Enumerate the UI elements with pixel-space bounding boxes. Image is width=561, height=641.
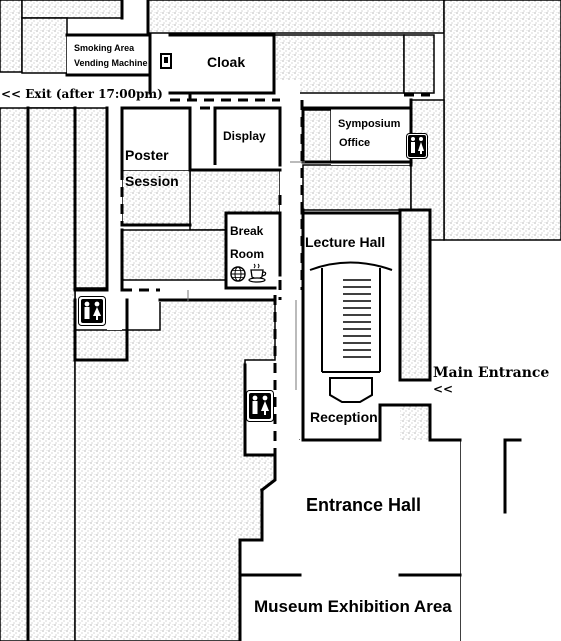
symposium-office-label-line2: Office — [339, 137, 371, 149]
lecture-hall-label: Lecture Hall — [305, 234, 386, 250]
symposium-office-label-line1: Symposium — [338, 118, 401, 130]
doors — [120, 93, 430, 455]
poster-session-label-line2: Session — [125, 173, 179, 189]
break-room-label-line1: Break — [230, 224, 264, 238]
entrance-hall-label: Entrance Hall — [306, 495, 422, 515]
coffee-cup-icon — [248, 263, 267, 283]
cloak-label: Cloak — [207, 54, 246, 70]
display-label: Display — [223, 129, 266, 143]
museum-exhibition-area-label: Museum Exhibition Area — [254, 597, 452, 616]
exit-label[interactable]: << Exit (after 17:00pm) — [1, 87, 163, 101]
restroom-icon — [78, 296, 106, 326]
smoking-area-label: Smoking Area — [74, 43, 135, 53]
vending-machine-icon — [160, 53, 172, 69]
partition-lines — [187, 161, 305, 390]
restroom-icon — [406, 133, 428, 159]
main-entrance-arrow: << — [433, 382, 454, 396]
internet-globe-icon — [230, 266, 246, 282]
reception-label: Reception — [310, 409, 378, 425]
break-room-label-line2: Room — [230, 247, 264, 261]
vending-machine-label: Vending Machine — [74, 58, 148, 68]
restroom-icon — [246, 390, 274, 422]
poster-session-label-line1: Poster — [125, 147, 169, 163]
lecture-hall-steps — [343, 279, 371, 358]
lecture-hall-seating — [309, 261, 393, 403]
main-entrance-label[interactable]: Main Entrance — [433, 365, 550, 381]
